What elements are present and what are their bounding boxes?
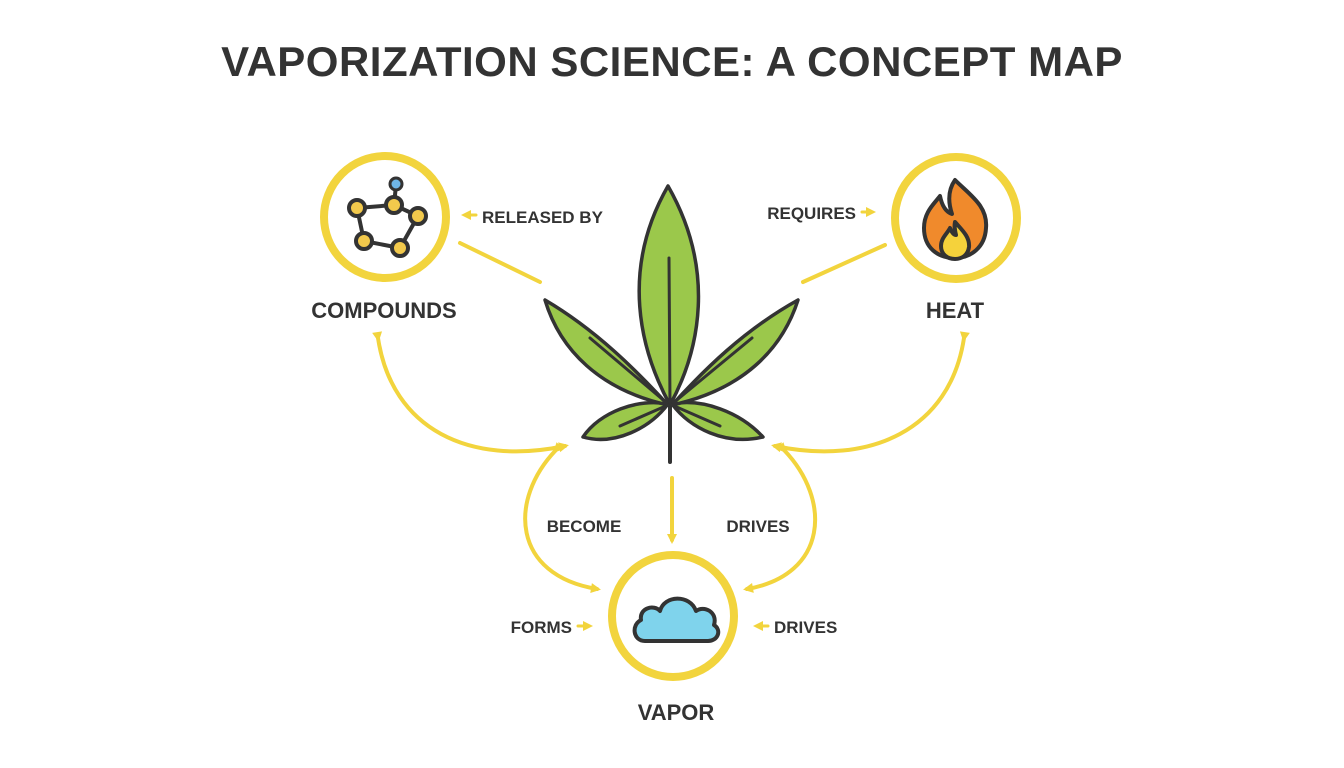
arc-leaf-vapor-left — [523, 442, 601, 593]
edge-label-drives-upper: DRIVES — [726, 517, 789, 536]
connectors — [372, 241, 970, 593]
flame-icon — [922, 178, 989, 261]
heat-node: HEAT — [891, 153, 1021, 323]
compounds-circle — [320, 152, 450, 282]
vapor-label: VAPOR — [638, 700, 715, 725]
connector-leaf-compounds — [458, 241, 542, 284]
vapor-node: VAPOR — [608, 551, 738, 725]
edge-label-requires: REQUIRES — [767, 204, 856, 223]
compounds-label: COMPOUNDS — [311, 298, 456, 323]
connector-leaf-heat — [801, 243, 887, 284]
molecule-icon — [347, 176, 428, 258]
edge-label-released-by: RELEASED BY — [482, 208, 604, 227]
label-arrows — [461, 207, 876, 631]
edge-label-forms: FORMS — [511, 618, 572, 637]
arc-compounds-leaf — [372, 331, 569, 454]
arc-leaf-vapor-right — [743, 442, 818, 593]
edge-labels: RELEASED BY REQUIRES BECOME DRIVES FORMS… — [482, 204, 856, 637]
edge-label-become: BECOME — [547, 517, 622, 536]
cannabis-leaf-icon — [543, 184, 800, 464]
cloud-icon — [632, 596, 721, 643]
compounds-node: COMPOUNDS — [311, 152, 457, 323]
page-title: VAPORIZATION SCIENCE: A CONCEPT MAP — [221, 38, 1123, 85]
arc-heat-leaf — [771, 331, 970, 454]
heat-label: HEAT — [926, 298, 985, 323]
edge-label-drives-lower: DRIVES — [774, 618, 837, 637]
